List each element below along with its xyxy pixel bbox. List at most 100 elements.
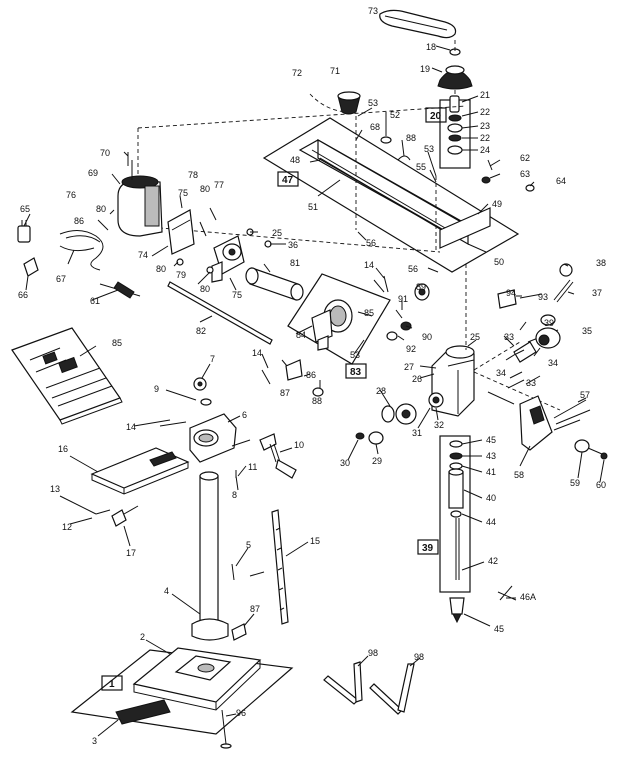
box-label-83-frame <box>345 363 367 379</box>
label-45a: 45 <box>486 435 496 445</box>
label-86: 86 <box>74 216 84 226</box>
drill-press-base <box>132 647 262 711</box>
label-85: 85 <box>112 338 122 348</box>
drive-belt <box>379 9 457 39</box>
label-50: 50 <box>494 257 504 267</box>
label-89: 89 <box>416 282 426 292</box>
label-45b: 45 <box>494 624 504 634</box>
label-94: 94 <box>506 288 516 298</box>
label-13: 13 <box>50 484 60 494</box>
label-2: 2 <box>140 632 145 642</box>
label-39a: 39 <box>544 318 554 328</box>
label-33a: 33 <box>504 332 514 342</box>
label-75a: 75 <box>178 188 188 198</box>
label-98b: 98 <box>414 652 424 662</box>
label-5: 5 <box>246 540 251 550</box>
quill-assembly <box>448 440 464 580</box>
drill-chuck <box>449 597 465 624</box>
belt-tension-rod <box>167 281 273 345</box>
label-19: 19 <box>420 64 430 74</box>
label-10: 10 <box>294 440 304 450</box>
motor <box>117 160 163 237</box>
label-76: 76 <box>66 190 76 200</box>
label-65: 65 <box>20 204 30 214</box>
label-25a: 25 <box>272 228 282 238</box>
label-72: 72 <box>292 68 302 78</box>
label-3: 3 <box>92 736 97 746</box>
bolt-96 <box>220 709 232 749</box>
label-69: 69 <box>88 168 98 178</box>
label-15: 15 <box>310 536 320 546</box>
label-37: 37 <box>592 288 602 298</box>
label-16: 16 <box>58 444 68 454</box>
label-9: 9 <box>154 384 159 394</box>
label-30: 30 <box>340 458 350 468</box>
label-70: 70 <box>100 148 110 158</box>
label-73: 73 <box>368 6 378 16</box>
label-88: 88 <box>406 133 416 143</box>
lock-knob-59 <box>574 439 608 460</box>
switch-box <box>167 209 195 255</box>
label-88b: 88 <box>312 396 322 406</box>
label-96: 96 <box>236 708 246 718</box>
label-63: 63 <box>520 169 530 179</box>
spindle-pulley <box>437 48 473 90</box>
label-22a: 22 <box>480 107 490 117</box>
work-table <box>90 447 190 495</box>
leader-lines <box>23 45 605 737</box>
label-21: 21 <box>480 90 490 100</box>
label-7: 7 <box>210 354 215 364</box>
label-59: 59 <box>570 478 580 488</box>
label-14c: 14 <box>126 422 136 432</box>
label-49: 49 <box>492 199 502 209</box>
owners-manual <box>11 327 123 425</box>
label-44: 44 <box>486 517 496 527</box>
label-1: 1 <box>109 679 115 690</box>
spindle-clamp-bracket <box>189 413 237 463</box>
label-17: 17 <box>126 548 136 558</box>
label-12: 12 <box>62 522 72 532</box>
label-39box: 39 <box>422 543 434 554</box>
label-40: 40 <box>486 493 496 503</box>
label-47: 47 <box>282 175 294 186</box>
label-87b: 87 <box>250 604 260 614</box>
label-79: 79 <box>176 270 186 280</box>
label-74: 74 <box>138 250 148 260</box>
label-27: 27 <box>404 362 414 372</box>
feed-handle-38 <box>553 263 574 303</box>
feed-gear-28 <box>381 403 417 425</box>
label-64: 64 <box>556 176 566 186</box>
label-11: 11 <box>248 462 257 472</box>
label-93: 93 <box>538 292 548 302</box>
label-66a: 66 <box>18 290 28 300</box>
label-80d: 80 <box>200 284 210 294</box>
plug-65 <box>17 220 31 243</box>
box-label-20-frame <box>425 107 447 123</box>
feed-spring-housing <box>311 299 353 351</box>
part-39-kit-frame <box>439 435 471 593</box>
label-14a: 14 <box>364 260 374 270</box>
label-87a: 87 <box>280 388 290 398</box>
label-46a: 46A <box>520 592 536 602</box>
label-32: 32 <box>434 420 444 430</box>
label-34a: 34 <box>548 358 558 368</box>
knob <box>337 91 361 115</box>
rack-ring-97 <box>231 623 247 641</box>
label-60: 60 <box>596 480 606 490</box>
label-52: 52 <box>390 110 400 120</box>
depth-cover-58 <box>519 395 553 451</box>
label-98a: 98 <box>368 648 378 658</box>
base-plate-3 <box>115 699 171 725</box>
label-55: 55 <box>416 162 426 172</box>
part-labels: 73 18 19 20 21 22 23 22 24 62 63 64 49 5… <box>18 6 606 746</box>
label-57: 57 <box>580 390 590 400</box>
collar-7 <box>193 377 207 391</box>
label-29: 29 <box>372 456 382 466</box>
label-23: 23 <box>480 121 490 131</box>
label-80b: 80 <box>96 204 106 214</box>
label-81: 81 <box>290 258 300 268</box>
label-80a: 80 <box>200 184 210 194</box>
label-20: 20 <box>430 111 442 122</box>
label-31: 31 <box>412 428 422 438</box>
